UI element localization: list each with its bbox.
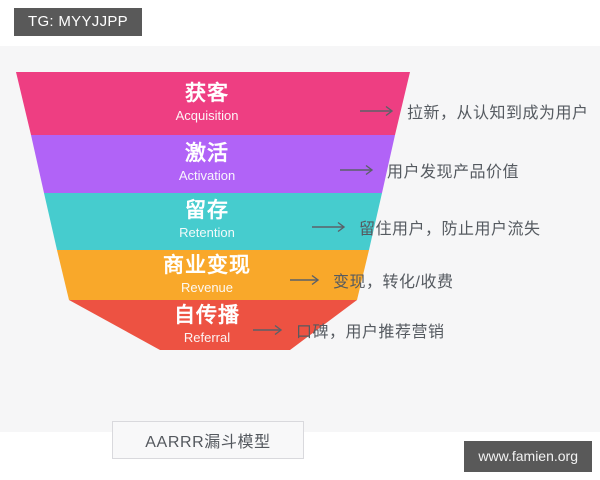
funnel-caption-box: AARRR漏斗模型 [112, 421, 304, 459]
funnel-note-revenue: 变现，转化/收费 [290, 268, 453, 292]
arrow-right-icon [312, 221, 350, 233]
funnel-segment-revenue [57, 250, 369, 300]
site-watermark: www.famien.org [464, 441, 592, 472]
funnel-segment-retention [44, 193, 382, 250]
funnel-note-retention: 留住用户，防止用户流失 [312, 215, 541, 239]
tg-badge-label: TG: MYYJJPP [28, 13, 128, 30]
funnel-note-referral-text: 口碑，用户推荐营销 [296, 324, 445, 341]
funnel-note-retention-text: 留住用户，防止用户流失 [359, 221, 541, 238]
funnel-note-acquisition: 拉新，从认知到成为用户 [360, 99, 589, 123]
funnel-note-acquisition-text: 拉新，从认知到成为用户 [407, 105, 589, 122]
funnel-shape [16, 72, 410, 350]
arrow-right-icon [360, 105, 398, 117]
funnel-note-revenue-text: 变现，转化/收费 [333, 274, 454, 291]
funnel-caption-label: AARRR漏斗模型 [145, 434, 271, 451]
funnel-note-activation: 用户发现产品价值 [340, 158, 519, 182]
funnel-segment-activation [31, 135, 395, 193]
arrow-right-icon [290, 274, 324, 286]
aarrr-funnel: 获客 Acquisition 激活 Activation 留存 Retentio… [0, 46, 600, 432]
funnel-note-referral: 口碑，用户推荐营销 [253, 318, 445, 342]
site-watermark-label: www.famien.org [478, 448, 578, 464]
funnel-segment-referral [69, 300, 357, 350]
tg-badge: TG: MYYJJPP [14, 8, 142, 36]
arrow-right-icon [253, 324, 287, 336]
diagram-canvas: 获客 Acquisition 激活 Activation 留存 Retentio… [0, 46, 600, 459]
funnel-segment-acquisition [16, 72, 410, 135]
arrow-right-icon [340, 164, 378, 176]
funnel-note-activation-text: 用户发现产品价值 [387, 164, 520, 181]
